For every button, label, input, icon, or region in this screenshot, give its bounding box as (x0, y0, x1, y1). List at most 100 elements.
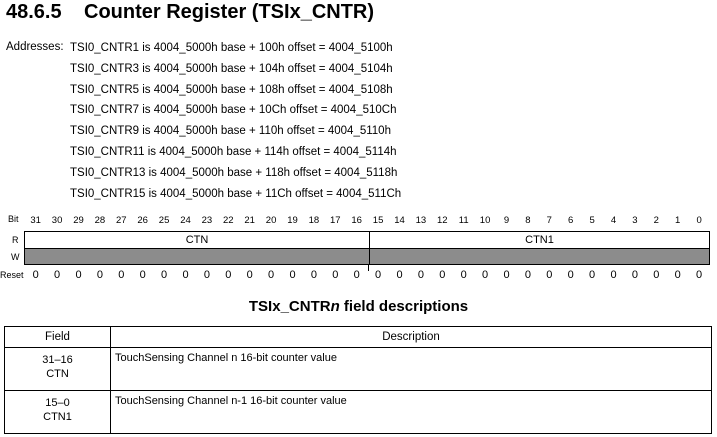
addresses-label: Addresses: (6, 41, 64, 53)
address-line: TSI0_CNTR3 is 4004_5000h base + 104h off… (70, 62, 393, 75)
bit-number: 24 (180, 215, 191, 226)
field-descriptions-table: Field Description 31–16 CTN TouchSensing… (4, 326, 712, 434)
field-divider (369, 249, 370, 264)
reset-value: 0 (225, 269, 232, 281)
reset-value: 0 (482, 269, 489, 281)
read-row: CTN CTN1 (24, 231, 710, 249)
description-cell: TouchSensing Channel n 16-bit counter va… (110, 347, 712, 391)
bit-number: 6 (568, 215, 574, 226)
reset-value: 0 (139, 269, 146, 281)
reset-value: 0 (289, 269, 296, 281)
reset-value: 0 (118, 269, 125, 281)
reset-value: 0 (246, 269, 253, 281)
reset-value: 0 (674, 269, 681, 281)
bit-number: 21 (244, 215, 255, 226)
reset-value: 0 (203, 269, 210, 281)
bit-number: 14 (394, 215, 405, 226)
field-ctn-read: CTN (185, 234, 209, 246)
address-line: TSI0_CNTR5 is 4004_5000h base + 108h off… (70, 83, 393, 96)
bit-number: 7 (546, 215, 552, 226)
bit-number: 27 (116, 215, 127, 226)
read-row-label: R (12, 235, 19, 245)
field-cell: 15–0 CTN1 (4, 390, 111, 434)
bit-number: 2 (653, 215, 659, 226)
reset-value: 0 (96, 269, 103, 281)
field-name: CTN (46, 368, 69, 380)
reset-value: 0 (268, 269, 275, 281)
bit-number: 15 (372, 215, 384, 226)
address-line: TSI0_CNTR13 is 4004_5000h base + 118h of… (70, 166, 398, 179)
reset-value: 0 (546, 269, 553, 281)
field-name: CTN1 (43, 411, 72, 423)
table-header-row: Field Description (4, 326, 712, 348)
reset-value: 0 (375, 269, 382, 281)
section-number: 48.6.5 (6, 1, 62, 23)
bit-number: 1 (675, 215, 681, 226)
bit-number: 26 (137, 215, 148, 226)
reset-value: 0 (439, 269, 446, 281)
reset-value: 0 (310, 269, 317, 281)
reset-value: 0 (503, 269, 510, 281)
bit-number: 3 (632, 215, 638, 226)
table-row: 15–0 CTN1 TouchSensing Channel n-1 16-bi… (4, 390, 712, 434)
write-row (24, 249, 710, 265)
section-heading: 48.6.5 Counter Register (TSIx_CNTR) (6, 1, 374, 24)
bit-number: 23 (201, 215, 213, 226)
bit-number: 13 (415, 215, 427, 226)
field-divider (369, 231, 370, 249)
reset-value: 0 (696, 269, 703, 281)
bit-number: 22 (223, 215, 234, 226)
address-list: TSI0_CNTR1 is 4004_5000h base + 100h off… (70, 41, 401, 207)
bit-number: 16 (351, 215, 362, 226)
reset-value: 0 (610, 269, 617, 281)
bit-number: 4 (610, 215, 617, 226)
write-row-label: W (11, 252, 20, 262)
reset-value: 0 (32, 269, 39, 281)
field-cell: 31–16 CTN (4, 347, 111, 391)
reset-value: 0 (589, 269, 596, 281)
reset-value: 0 (653, 269, 660, 281)
bit-number: 18 (308, 215, 320, 226)
reset-value: 0 (524, 269, 531, 281)
bit-number: 29 (73, 215, 84, 226)
address-line: TSI0_CNTR7 is 4004_5000h base + 10Ch off… (70, 104, 397, 117)
reset-value: 0 (182, 269, 189, 281)
reset-value: 0 (353, 269, 360, 281)
bit-number: 8 (525, 215, 531, 226)
description-cell: TouchSensing Channel n-1 16-bit counter … (110, 390, 712, 434)
reset-value: 0 (332, 269, 339, 281)
reset-value: 0 (161, 269, 168, 281)
field-bits: 31–16 (42, 354, 73, 366)
reset-value: 0 (75, 269, 82, 281)
reset-value: 0 (54, 269, 61, 281)
column-header-field: Field (4, 326, 111, 348)
bit-number: 20 (265, 215, 277, 226)
bit-number: 11 (458, 215, 469, 226)
reset-value: 0 (396, 269, 403, 281)
address-line: TSI0_CNTR11 is 4004_5000h base + 114h of… (70, 145, 397, 158)
bit-number: 30 (51, 215, 63, 226)
reset-value: 0 (460, 269, 467, 281)
bit-number: 9 (503, 215, 510, 226)
bit-number: 25 (158, 215, 170, 226)
reset-value: 0 (631, 269, 638, 281)
bit-number: 28 (94, 215, 106, 226)
bit-row-label: Bit (8, 214, 19, 224)
reset-row-label: Reset (0, 270, 24, 280)
address-line: TSI0_CNTR15 is 4004_5000h base + 11Ch of… (70, 187, 402, 200)
bit-number: 31 (30, 215, 41, 226)
address-line: TSI0_CNTR1 is 4004_5000h base + 100h off… (70, 42, 393, 54)
address-line: TSI0_CNTR9 is 4004_5000h base + 110h off… (70, 125, 391, 138)
reset-value: 0 (567, 269, 574, 281)
field-bits: 15–0 (45, 397, 70, 409)
column-header-description: Description (110, 326, 712, 348)
bit-number: 12 (437, 215, 448, 226)
bit-number: 17 (330, 215, 341, 226)
reset-value: 0 (417, 269, 424, 281)
bit-number: 5 (589, 215, 595, 226)
section-title: Counter Register (TSIx_CNTR) (84, 1, 375, 23)
bit-number: 19 (287, 215, 298, 226)
table-row: 31–16 CTN TouchSensing Channel n 16-bit … (4, 347, 712, 391)
bit-number: 10 (479, 215, 491, 226)
